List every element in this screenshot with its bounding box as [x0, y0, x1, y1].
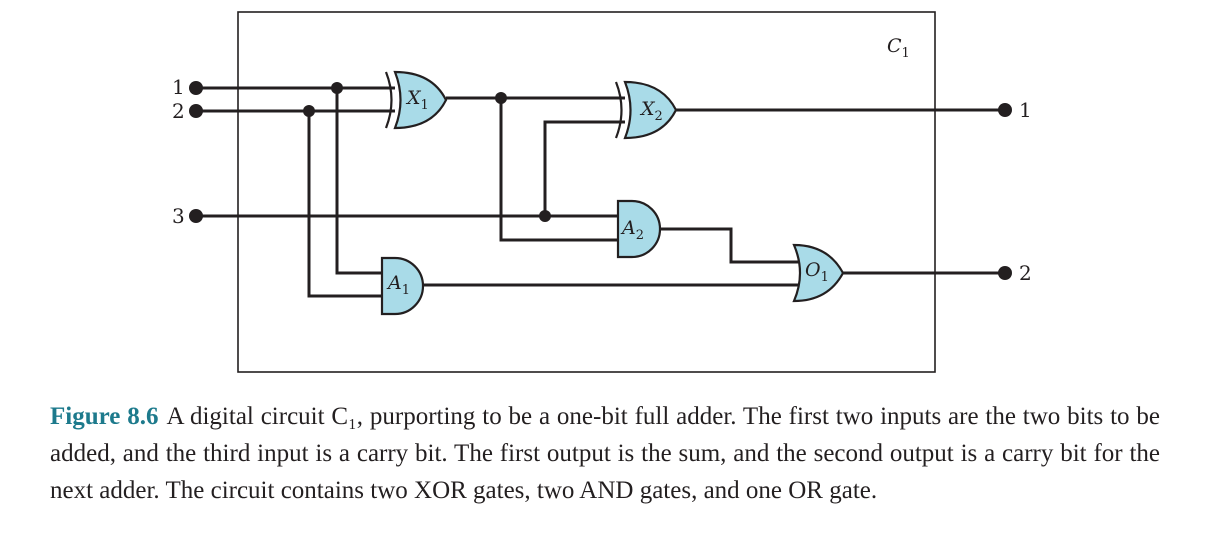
and-gate-a1: A1 [380, 256, 425, 316]
input-terminals: 1 2 3 [172, 75, 203, 228]
xor-gate-x1: X1 [384, 70, 448, 130]
output-label-2: 2 [1019, 261, 1032, 285]
input-label-3: 3 [172, 204, 185, 228]
and-gate-a2: A2 [616, 199, 662, 259]
or-gate-o1: O1 [792, 243, 845, 303]
gate-label-a2: A2 [620, 217, 644, 243]
input-label-2: 2 [172, 99, 185, 123]
gate-label-a1: A1 [386, 272, 410, 298]
wires [196, 86, 1005, 298]
output-terminal-1 [998, 103, 1012, 117]
input-label-1: 1 [172, 75, 185, 99]
input-terminal-3 [189, 209, 203, 223]
xor-gate-x2: X2 [614, 80, 678, 140]
wire-x1-to-a2 [499, 98, 618, 242]
wire-input-1-to-a1 [335, 88, 382, 275]
output-label-1: 1 [1019, 98, 1032, 122]
circuit-diagram: C1 X1 X2 [172, 11, 1032, 373]
input-terminal-2 [189, 104, 203, 118]
figure-label: Figure 8.6 [50, 403, 159, 430]
output-terminals: 1 2 [998, 98, 1032, 285]
wire-a2-to-o1 [657, 227, 800, 264]
input-terminal-1 [189, 81, 203, 95]
junction-dot [539, 210, 551, 222]
circuit-boundary [237, 11, 936, 373]
wire-input-2-to-a1 [307, 111, 382, 298]
caption-text: A digital circuit C₁, purporting to be a… [50, 403, 1160, 504]
wire-input-3-to-x2 [543, 120, 625, 216]
junction-dot [331, 82, 343, 94]
junction-dot [303, 105, 315, 117]
gate-label-o1: O1 [805, 259, 829, 285]
circuit-label: C1 [887, 35, 910, 61]
gate-label-x2: X2 [639, 98, 663, 124]
gate-label-x1: X1 [405, 87, 429, 113]
junctions [303, 82, 551, 222]
junction-dot [495, 92, 507, 104]
output-terminal-2 [998, 266, 1012, 280]
